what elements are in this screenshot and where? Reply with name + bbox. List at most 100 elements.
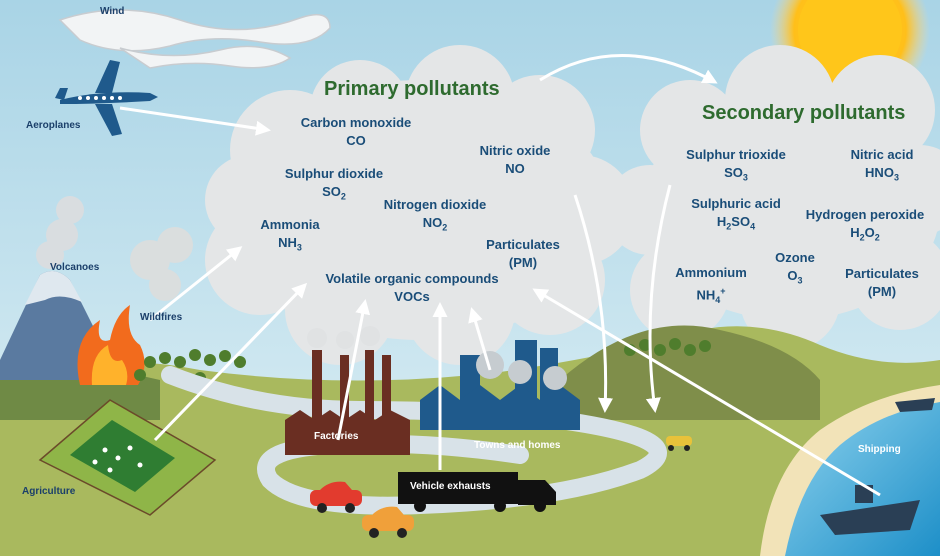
pollutant-name: Nitrogen dioxide bbox=[383, 197, 487, 212]
pollutant-formula: H2O2 bbox=[800, 224, 930, 247]
primary-pollutants-title: Primary pollutants bbox=[324, 78, 500, 100]
label-towns-and-homes: Towns and homes bbox=[474, 440, 561, 451]
agriculture-field bbox=[38, 399, 217, 516]
formula-subscript: 3 bbox=[742, 172, 748, 183]
pollutant-formula: NO2 bbox=[378, 214, 492, 237]
formula-subscript: 2 bbox=[726, 221, 732, 232]
pollutant-formula: O3 bbox=[766, 267, 824, 290]
pollutant-hydrogen-peroxide: Hydrogen peroxide H2O2 bbox=[800, 206, 930, 247]
label-aeroplanes: Aeroplanes bbox=[26, 120, 81, 131]
factory-smoke bbox=[307, 326, 380, 349]
arrow-secondary-down bbox=[645, 184, 672, 413]
trees-right bbox=[624, 338, 711, 356]
pollutant-formula: CO bbox=[346, 133, 366, 148]
pollutant-formula: VOCs bbox=[394, 289, 430, 304]
label-volcanoes: Volcanoes bbox=[50, 262, 100, 273]
pollutant-formula: HNO3 bbox=[844, 164, 920, 187]
wildfire-smoke bbox=[130, 227, 193, 301]
pollutant-name: Ozone bbox=[775, 250, 815, 265]
formula-subscript: 2 bbox=[442, 222, 448, 233]
pollutant-name: Particulates bbox=[486, 237, 560, 252]
truck bbox=[398, 472, 556, 512]
red-car bbox=[310, 481, 362, 513]
pollutant-name: Sulphuric acid bbox=[691, 196, 781, 211]
secondary-cloud bbox=[605, 45, 940, 350]
pollutant-name: Nitric acid bbox=[850, 147, 914, 162]
formula-subscript: 3 bbox=[893, 172, 899, 183]
formula-subscript: 4 bbox=[750, 221, 756, 232]
pollutant-ammonium: Ammonium NH4+ bbox=[668, 264, 754, 309]
pollutant-name: Sulphur trioxide bbox=[686, 147, 786, 162]
label-agriculture: Agriculture bbox=[22, 486, 76, 497]
wind-swirls bbox=[58, 9, 331, 69]
pollutant-name: Ammonia bbox=[260, 217, 320, 232]
pollutant-name: Nitric oxide bbox=[479, 143, 551, 158]
formula-subscript: 2 bbox=[859, 232, 865, 243]
pollutant-formula: H2SO4 bbox=[686, 213, 786, 236]
pollutant-formula: SO2 bbox=[278, 183, 390, 206]
factory bbox=[285, 350, 410, 455]
arrow-aeroplanes bbox=[119, 106, 271, 136]
orange-car bbox=[362, 506, 414, 538]
volcano-snow bbox=[25, 271, 82, 305]
pollutant-nitrogen-dioxide: Nitrogen dioxide NO2 bbox=[378, 196, 492, 237]
pollutant-ozone: Ozone O3 bbox=[766, 249, 824, 290]
formula-subscript: 3 bbox=[797, 275, 803, 286]
pollutant-formula: NH4+ bbox=[668, 282, 754, 309]
primary-cloud bbox=[205, 45, 635, 365]
pollutant-ammonia: Ammonia NH3 bbox=[256, 216, 324, 257]
pollutant-particulates-secondary: Particulates (PM) bbox=[838, 265, 926, 301]
formula-subscript: 3 bbox=[296, 242, 302, 253]
formula-base: NO bbox=[422, 215, 443, 230]
formula-base: SO bbox=[724, 165, 743, 180]
arrow-agriculture bbox=[153, 282, 308, 442]
arrow-towns bbox=[468, 307, 492, 371]
wildfire bbox=[77, 305, 145, 385]
arrow-shipping bbox=[532, 288, 881, 497]
pollutant-sulphur-dioxide: Sulphur dioxide SO2 bbox=[278, 165, 390, 206]
volcano-smoke bbox=[36, 196, 84, 269]
pollutant-carbon-monoxide: Carbon monoxide CO bbox=[296, 114, 416, 150]
yellow-car bbox=[666, 436, 692, 451]
formula-base: NH bbox=[278, 235, 297, 250]
pollutant-formula: SO3 bbox=[680, 164, 792, 187]
arrow-primary-to-secondary bbox=[539, 54, 718, 84]
pollutant-vocs: Volatile organic compounds VOCs bbox=[316, 270, 508, 306]
formula-superscript: + bbox=[720, 286, 726, 296]
arrow-primary-down bbox=[573, 194, 614, 413]
formula-part: H bbox=[850, 225, 860, 240]
formula-subscript: 2 bbox=[874, 232, 880, 243]
pollutant-sulphuric-acid: Sulphuric acid H2SO4 bbox=[686, 195, 786, 236]
pollutant-name: Particulates bbox=[845, 266, 919, 281]
label-wildfires: Wildfires bbox=[140, 312, 183, 323]
formula-subscript: 2 bbox=[340, 191, 346, 202]
pollutant-name: Hydrogen peroxide bbox=[805, 207, 925, 222]
pollutant-formula: (PM) bbox=[508, 255, 538, 270]
pollutant-nitric-oxide: Nitric oxide NO bbox=[470, 142, 560, 178]
pollutant-name: Volatile organic compounds bbox=[325, 271, 499, 286]
arrow-wildfires bbox=[149, 246, 243, 322]
town-smoke bbox=[476, 351, 567, 390]
formula-base: SO bbox=[322, 184, 341, 199]
label-factories: Factories bbox=[314, 431, 359, 442]
formula-base: O bbox=[787, 268, 798, 283]
pollutant-sulphur-trioxide: Sulphur trioxide SO3 bbox=[680, 146, 792, 187]
arrow-factories bbox=[336, 299, 371, 441]
pollutant-formula: NH3 bbox=[256, 234, 324, 257]
trees-left bbox=[134, 349, 246, 384]
aeroplane bbox=[55, 60, 158, 136]
formula-base: HNO bbox=[865, 165, 894, 180]
label-wind: Wind bbox=[100, 6, 125, 17]
pollutant-formula: NO bbox=[505, 161, 525, 176]
formula-part: O bbox=[864, 225, 875, 240]
formula-base: NH bbox=[696, 287, 716, 303]
pollutant-particulates-primary: Particulates (PM) bbox=[480, 236, 566, 272]
formula-subscript: 4 bbox=[715, 294, 721, 305]
pollutant-name: Ammonium bbox=[675, 265, 747, 280]
label-shipping: Shipping bbox=[858, 444, 901, 455]
pollutant-name: Sulphur dioxide bbox=[284, 166, 384, 181]
pollutant-name: Carbon monoxide bbox=[300, 115, 412, 130]
pollutant-formula: (PM) bbox=[867, 284, 897, 299]
